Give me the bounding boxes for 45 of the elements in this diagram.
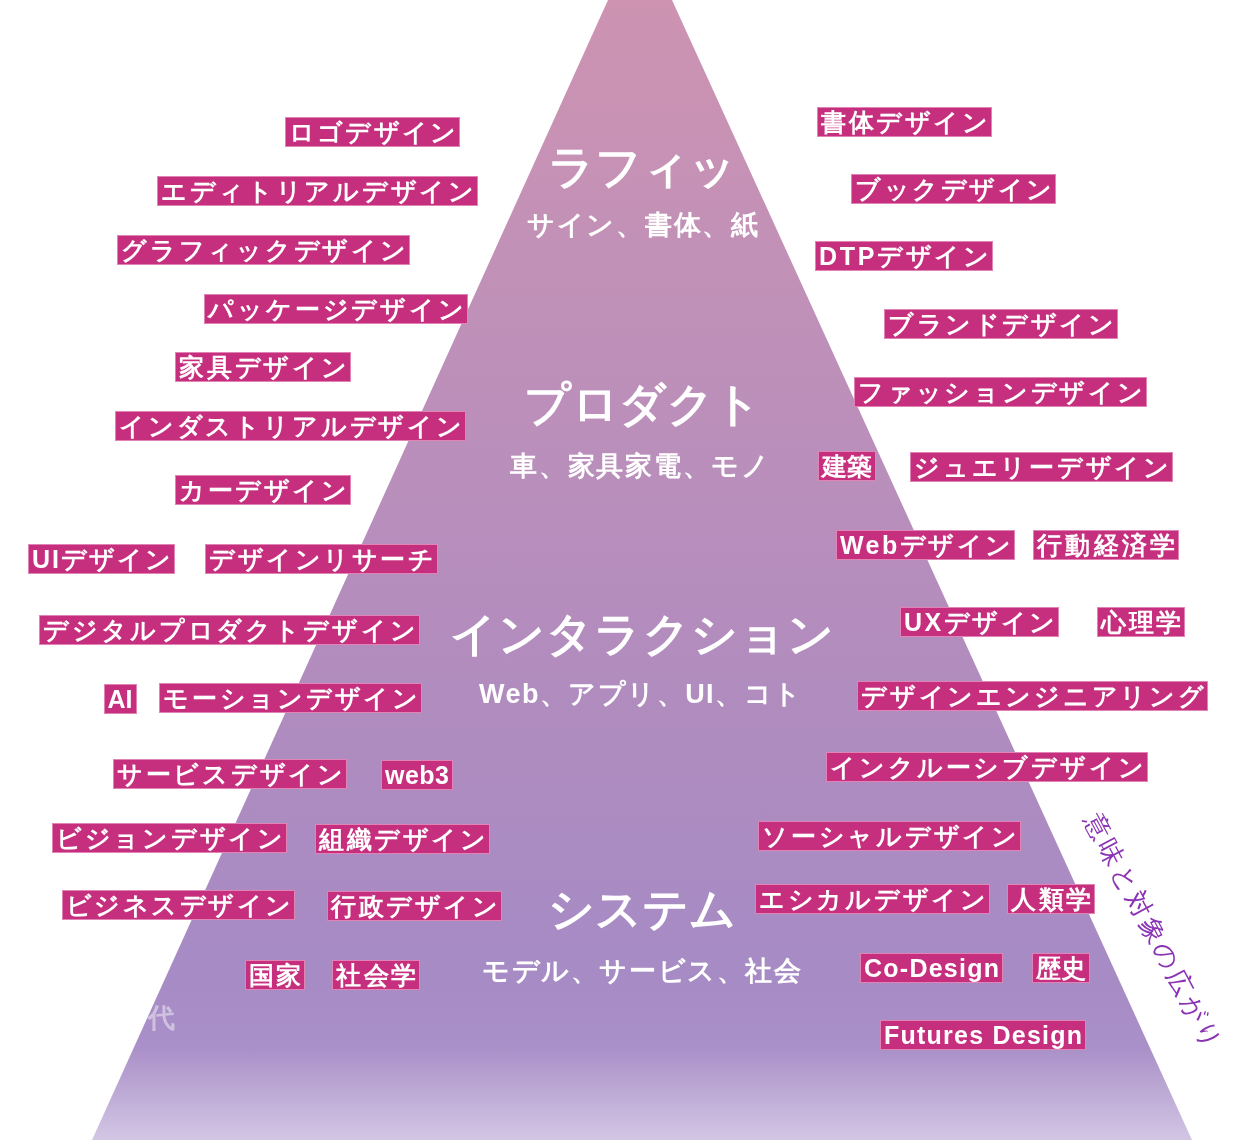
keyword-tag: エディトリアルデザイン (157, 176, 478, 206)
layer-subtitle: 車、家具家電、モノ (510, 450, 769, 483)
keyword-tag: 歴史 (1032, 953, 1090, 983)
keyword-tag: ファッションデザイン (854, 377, 1147, 407)
layer-heading: ラフィッ (547, 141, 736, 193)
keyword-tag: 建築 (818, 451, 876, 481)
keyword-tag: 心理学 (1097, 607, 1185, 637)
keyword-tag: エシカルデザイン (755, 884, 990, 914)
keyword-tag: ブックデザイン (851, 174, 1056, 204)
layer-subtitle: サイン、書体、紙 (527, 209, 758, 242)
keyword-tag: ジュエリーデザイン (910, 452, 1173, 482)
keyword-tag: グラフィックデザイン (117, 235, 410, 265)
keyword-tag: 社会学 (332, 960, 420, 990)
keyword-tag: 家具デザイン (175, 352, 351, 382)
layer-heading: インタラクション (450, 608, 834, 660)
keyword-tag: カーデザイン (175, 475, 351, 505)
keyword-tag: デザインエンジニアリング (857, 681, 1208, 711)
keyword-tag: UXデザイン (900, 607, 1059, 637)
keyword-tag: Co-Design (860, 953, 1003, 983)
keyword-tag: 国家 (245, 960, 305, 990)
keyword-tag: AI (103, 684, 137, 714)
keyword-tag: web3 (381, 760, 453, 790)
keyword-tag: パッケージデザイン (204, 294, 468, 324)
keyword-tag: インダストリアルデザイン (115, 411, 466, 441)
keyword-tag: ロゴデザイン (285, 117, 460, 147)
keyword-tag: 行動経済学 (1033, 530, 1179, 560)
keyword-tag: 行政デザイン (327, 891, 502, 921)
keyword-tag: ブランドデザイン (884, 309, 1118, 339)
layer-heading: システム (548, 883, 736, 935)
layer-heading: プロダクト (524, 378, 761, 430)
keyword-tag: Futures Design (880, 1020, 1086, 1050)
keyword-tag: DTPデザイン (815, 241, 993, 271)
keyword-tag: ビジョンデザイン (52, 823, 287, 853)
keyword-tag: Webデザイン (836, 530, 1015, 560)
layer-subtitle: モデル、サービス、社会 (482, 955, 801, 988)
keyword-tag: ソーシャルデザイン (758, 821, 1021, 851)
keyword-tag: UIデザイン (28, 544, 175, 574)
keyword-tag: デザインリサーチ (205, 544, 438, 574)
keyword-tag: 書体デザイン (817, 107, 992, 137)
keyword-tag: デジタルプロダクトデザイン (39, 615, 420, 645)
keyword-tag: 組織デザイン (315, 824, 490, 854)
keyword-tag: サービスデザイン (113, 759, 347, 789)
keyword-tag: モーションデザイン (159, 683, 422, 713)
layer-subtitle: Web、アプリ、UI、コト (479, 678, 801, 711)
keyword-tag: ビジネスデザイン (62, 890, 295, 920)
